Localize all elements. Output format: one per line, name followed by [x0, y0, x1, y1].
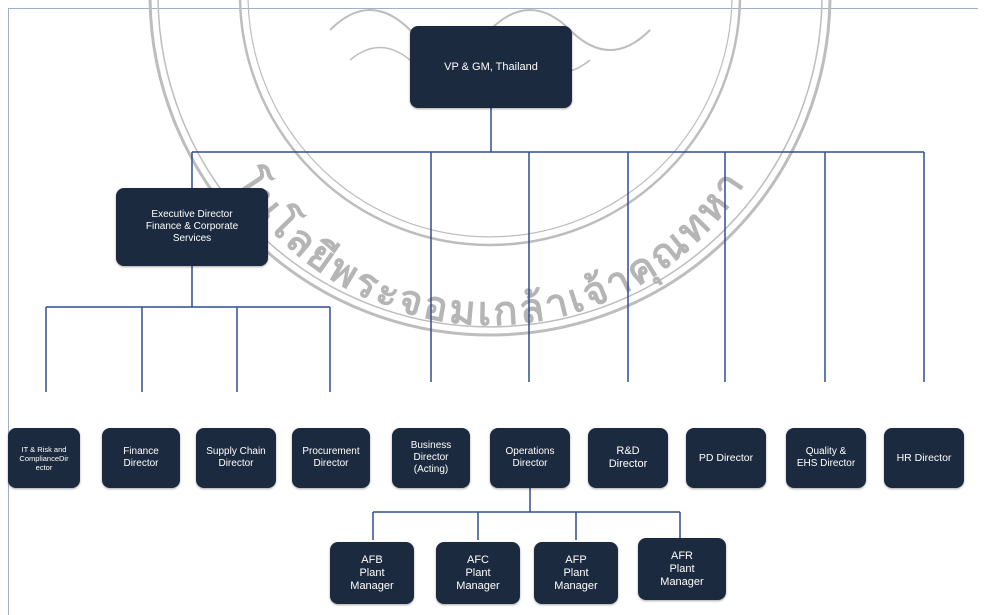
afb-plant-manager-node[interactable]: AFB Plant Manager	[330, 542, 414, 604]
operations-director-node[interactable]: Operations Director	[490, 428, 570, 488]
afr-plant-manager-node[interactable]: AFR Plant Manager	[638, 538, 726, 600]
afp-plant-manager-node[interactable]: AFP Plant Manager	[534, 542, 618, 604]
supply-chain-director-node[interactable]: Supply Chain Director	[196, 428, 276, 488]
rd-director-node[interactable]: R&D Director	[588, 428, 668, 488]
afc-plant-manager-node[interactable]: AFC Plant Manager	[436, 542, 520, 604]
hr-director-node[interactable]: HR Director	[884, 428, 964, 488]
finance-director-node[interactable]: Finance Director	[102, 428, 180, 488]
business-director-node[interactable]: Business Director (Acting)	[392, 428, 470, 488]
frame-top-border	[8, 8, 978, 9]
procurement-director-node[interactable]: Procurement Director	[292, 428, 370, 488]
pd-director-node[interactable]: PD Director	[686, 428, 766, 488]
it-risk-compliance-node[interactable]: IT & Risk and ComplianceDir ector	[8, 428, 80, 488]
quality-ehs-director-node[interactable]: Quality & EHS Director	[786, 428, 866, 488]
root-node-vp-gm[interactable]: VP & GM, Thailand	[410, 26, 572, 108]
exec-director-node[interactable]: Executive Director Finance & Corporate S…	[116, 188, 268, 266]
frame-left-border	[8, 8, 9, 615]
